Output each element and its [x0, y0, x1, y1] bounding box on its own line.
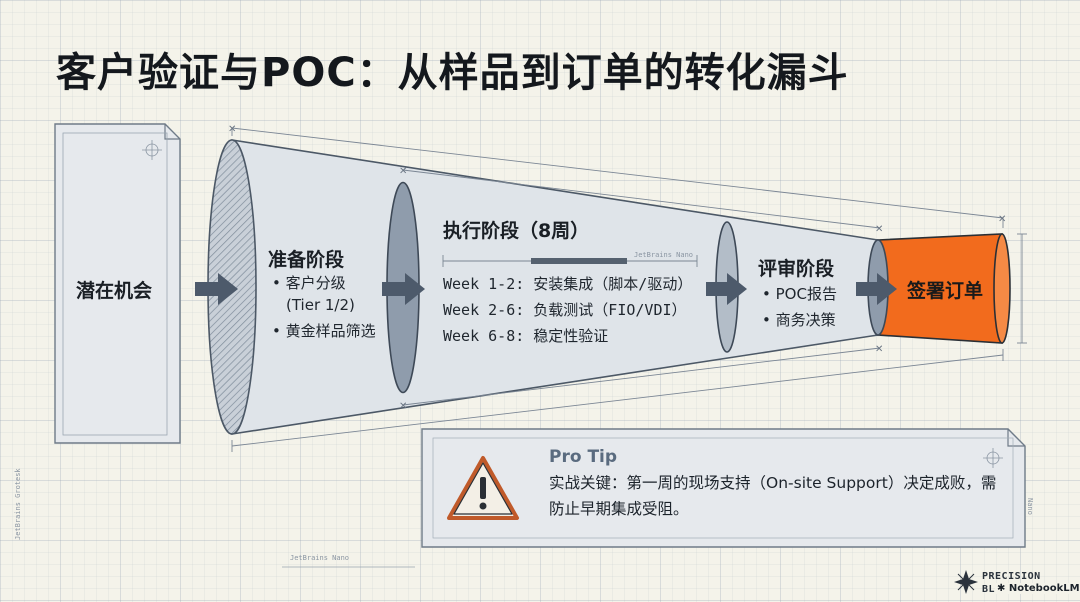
brand-logo-icon: [954, 570, 978, 594]
svg-text:✕: ✕: [399, 166, 407, 177]
bullet-icon: •: [762, 285, 771, 303]
exec-week-2: Week 2-6: 负载测试（FIO/VDI）: [443, 301, 687, 319]
exec-week-3: Week 6-8: 稳定性验证: [443, 327, 609, 345]
svg-text:✕: ✕: [875, 224, 883, 235]
pro-tip-body: 实战关键：第一周的现场支持（On-site Support）决定成败，需防止早期…: [549, 474, 997, 518]
crosshair-icon: [983, 448, 1003, 468]
bullet-icon: •: [272, 274, 281, 292]
arrow-right-icon: [195, 273, 238, 305]
exec-ruler-label: JetBrains Nano: [634, 251, 694, 259]
watermark-side-right: Nano: [1026, 498, 1034, 515]
exec-week-1: Week 1-2: 安装集成（脚本/驱动）: [443, 275, 693, 293]
review-bullet-1: • POC报告: [762, 285, 837, 303]
stage-review-title: 评审阶段: [758, 258, 835, 280]
arrow-right-icon: [856, 273, 897, 305]
watermark-ruler-label: JetBrains Nano: [290, 554, 350, 562]
potential-card: [54, 123, 181, 444]
exec-ruler: [442, 255, 698, 267]
stage-exec-title: 执行阶段（8周）: [443, 220, 590, 242]
pro-tip-title: Pro Tip: [549, 447, 618, 467]
pro-tip-panel: [421, 428, 1026, 548]
watermark-side-left: JetBrains Grotesk: [14, 468, 22, 540]
prep-bullet-1-cont: (Tier 1/2): [286, 296, 355, 314]
svg-text:✕: ✕: [399, 401, 407, 412]
arrow-right-icon: [706, 273, 747, 305]
prep-bullet-2: • 黄金样品筛选: [272, 322, 376, 340]
arrow-right-icon: [382, 273, 425, 305]
brand-line-1: PRECISION: [982, 571, 1041, 582]
review-bullet-2: • 商务决策: [762, 311, 836, 329]
svg-text:✕: ✕: [875, 344, 883, 355]
svg-text:✕: ✕: [228, 124, 236, 135]
brand-line-2: BL: [982, 584, 996, 595]
dimension-lines: [231, 127, 1027, 452]
bullet-icon: •: [272, 322, 281, 340]
crosshair-icon: [142, 140, 162, 160]
bullet-icon: •: [762, 311, 771, 329]
warning-triangle-icon: [447, 456, 519, 520]
page-title: 客户验证与POC：从样品到订单的转化漏斗: [56, 50, 849, 96]
svg-text:✕: ✕: [998, 214, 1006, 225]
notebook-icon: ✱: [997, 583, 1006, 594]
prep-bullet-1: • 客户分级: [272, 274, 346, 292]
stage-order-label: 签署订单: [907, 280, 984, 302]
stage-potential-label: 潜在机会: [76, 280, 153, 302]
stage-prep-title: 准备阶段: [268, 249, 345, 271]
notebooklm-watermark: ✱ NotebookLM: [995, 583, 1080, 594]
